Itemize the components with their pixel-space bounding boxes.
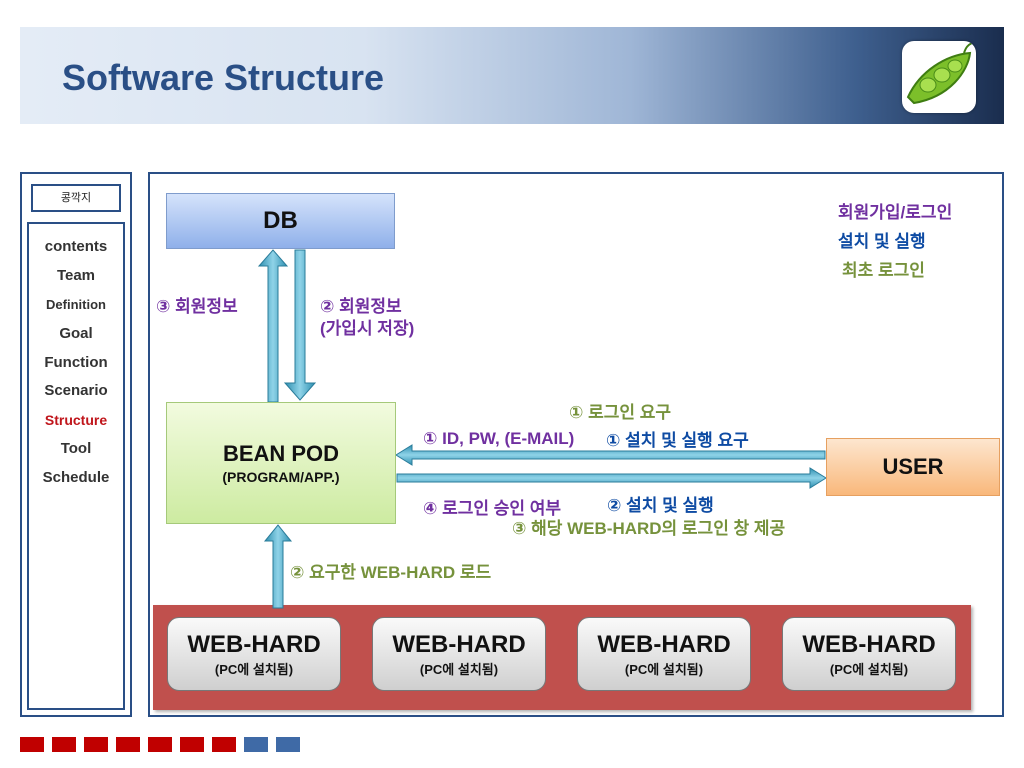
- menu-item-scenario[interactable]: Scenario: [44, 382, 108, 399]
- arrow-beanpod-to-user: [396, 467, 827, 489]
- sidebar-menu: contents Team Definition Goal Function S…: [27, 222, 125, 710]
- beanpod-title: BEAN POD: [222, 441, 340, 466]
- menu-item-function[interactable]: Function: [44, 354, 108, 371]
- header-banner: Software Structure: [20, 27, 1004, 124]
- menu-item-definition[interactable]: Definition: [46, 297, 106, 312]
- footer-square: [276, 737, 300, 752]
- arrow-down-from-db: [283, 249, 317, 401]
- webhard-title: WEB-HARD: [597, 630, 731, 658]
- user-box: USER: [826, 438, 1000, 496]
- webhard-subtitle: (PC에 설치됨): [214, 661, 294, 677]
- user-label: USER: [882, 454, 944, 479]
- webhard-box: WEB-HARD (PC에 설치됨): [782, 617, 956, 691]
- webhard-subtitle: (PC에 설치됨): [829, 661, 909, 677]
- footer-square: [52, 737, 76, 752]
- bean-pod-logo-icon: [902, 41, 976, 113]
- label-install-request: ① 설치 및 실행 요구: [606, 431, 749, 450]
- webhard-title: WEB-HARD: [802, 630, 936, 658]
- db-box: DB: [166, 193, 395, 249]
- beanpod-subtitle: (PROGRAM/APP.): [222, 469, 340, 485]
- sidebar-title: 콩깍지: [31, 184, 121, 212]
- footer-square: [148, 737, 172, 752]
- webhard-box: WEB-HARD (PC에 설치됨): [372, 617, 546, 691]
- legend-signup: 회원가입/로그인: [838, 203, 953, 222]
- footer-square: [116, 737, 140, 752]
- arrow-up-to-db: [257, 249, 289, 403]
- label-login-request: ① 로그인 요구: [569, 403, 672, 422]
- label-login-window: ③ 해당 WEB-HARD의 로그인 창 제공: [512, 519, 786, 538]
- webhard-title: WEB-HARD: [187, 630, 321, 658]
- footer-square: [212, 737, 236, 752]
- label-db-down-1: ② 회원정보: [320, 297, 402, 316]
- webhard-box: WEB-HARD (PC에 설치됨): [167, 617, 341, 691]
- legend-first-login: 최초 로그인: [842, 261, 925, 280]
- menu-item-tool[interactable]: Tool: [60, 440, 92, 457]
- webhard-subtitle: (PC에 설치됨): [419, 661, 499, 677]
- arrow-webhard-to-beanpod: [263, 524, 293, 609]
- label-id-pw: ① ID, PW, (E-MAIL): [423, 429, 575, 448]
- label-login-approval: ④ 로그인 승인 여부: [423, 499, 562, 518]
- footer-square: [244, 737, 268, 752]
- menu-item-schedule[interactable]: Schedule: [42, 469, 110, 486]
- legend-install: 설치 및 실행: [838, 232, 926, 251]
- sidebar: 콩깍지 contents Team Definition Goal Functi…: [20, 172, 132, 717]
- arrow-user-to-beanpod: [395, 444, 826, 466]
- webhard-subtitle: (PC에 설치됨): [624, 661, 704, 677]
- footer-square: [180, 737, 204, 752]
- label-webhard-load: ② 요구한 WEB-HARD 로드: [290, 563, 492, 582]
- footer-square: [84, 737, 108, 752]
- beanpod-box: BEAN POD (PROGRAM/APP.): [166, 402, 396, 524]
- menu-item-goal[interactable]: Goal: [59, 325, 93, 342]
- page-title: Software Structure: [62, 57, 385, 98]
- db-label: DB: [263, 207, 298, 234]
- webhard-box: WEB-HARD (PC에 설치됨): [577, 617, 751, 691]
- label-db-up: ③ 회원정보: [156, 297, 238, 316]
- footer-square: [20, 737, 44, 752]
- label-db-down-2: (가입시 저장): [320, 319, 415, 338]
- webhard-title: WEB-HARD: [392, 630, 526, 658]
- label-install-run: ② 설치 및 실행: [607, 496, 714, 515]
- menu-item-contents[interactable]: contents: [44, 238, 108, 255]
- menu-item-structure[interactable]: Structure: [44, 412, 108, 428]
- menu-item-team[interactable]: Team: [56, 267, 96, 284]
